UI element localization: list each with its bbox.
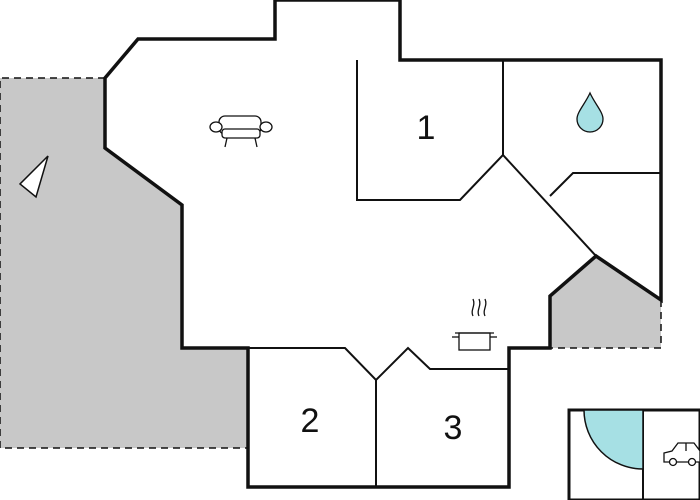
room-number-3: 3 — [444, 409, 463, 447]
room-number-2: 2 — [301, 402, 320, 440]
water-drop-icon — [576, 91, 604, 133]
bathroom-walls — [502, 154, 661, 257]
door-swing-icon — [583, 409, 644, 470]
room-1-walls — [356, 60, 504, 201]
room-number-1: 1 — [417, 109, 436, 147]
garage — [567, 408, 700, 500]
terrace-east — [550, 256, 662, 349]
north-arrow-icon — [18, 155, 49, 199]
outer-wall — [103, 0, 663, 489]
car-icon — [663, 442, 700, 467]
cooking-pot-icon — [452, 298, 497, 351]
terrace-west — [0, 77, 248, 449]
room-2-3-walls — [248, 346, 509, 487]
sofa-icon — [209, 115, 273, 148]
